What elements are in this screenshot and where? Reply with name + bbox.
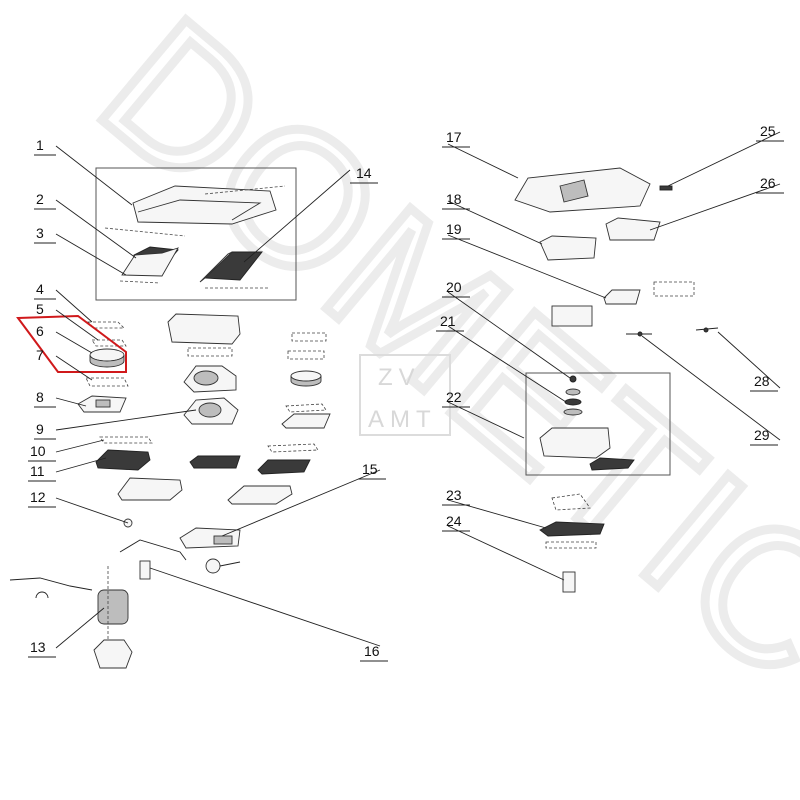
part-21-drain-parts[interactable] — [563, 388, 583, 416]
highlight-box-part-6 — [16, 314, 127, 373]
callout-16[interactable]: 16 — [360, 643, 388, 662]
callout-18[interactable]: 18 — [442, 191, 470, 210]
svg-text:14: 14 — [356, 165, 372, 181]
part-22-water-tank[interactable] — [539, 427, 635, 471]
part-20-float[interactable] — [569, 375, 577, 383]
part-7-gasket[interactable] — [85, 377, 129, 387]
svg-text:25: 25 — [760, 123, 776, 139]
callout-28[interactable]: 28 — [750, 373, 778, 392]
callout-8[interactable]: 8 — [34, 389, 56, 408]
svg-text:12: 12 — [30, 489, 46, 505]
part-24-label[interactable] — [562, 571, 576, 593]
brand-watermark: DOMETIC — [59, 0, 800, 727]
callout-12[interactable]: 12 — [28, 489, 56, 508]
watermark-logo-box: ZV AMT — [359, 354, 451, 436]
svg-text:17: 17 — [446, 129, 462, 145]
part-16-capacitor[interactable] — [139, 558, 241, 580]
callout-5[interactable]: 5 — [36, 301, 44, 317]
callout-7[interactable]: 7 — [36, 347, 44, 363]
svg-text:2: 2 — [36, 191, 44, 207]
callout-9[interactable]: 9 — [34, 421, 56, 440]
callout-23[interactable]: 23 — [442, 487, 470, 506]
center-right-gaskets — [227, 332, 331, 505]
part-28-sensor[interactable] — [695, 327, 719, 333]
svg-text:11: 11 — [30, 463, 45, 479]
svg-text:20: 20 — [446, 279, 462, 295]
svg-text:24: 24 — [446, 513, 462, 529]
callout-6[interactable]: 6 — [36, 323, 44, 339]
part-8-base-tray[interactable] — [77, 395, 127, 413]
part-6-air-ring[interactable] — [89, 348, 125, 368]
callout-14[interactable]: 14 — [350, 165, 378, 184]
callout-labels: 1 2 3 4 5 6 7 8 9 — [28, 123, 784, 662]
part-26-panel[interactable] — [605, 217, 661, 241]
part-3-filter-frame[interactable] — [119, 247, 179, 284]
callout-25[interactable]: 25 — [756, 123, 784, 142]
part-12-bracket[interactable] — [119, 518, 187, 561]
svg-text:9: 9 — [36, 421, 44, 437]
callout-29[interactable]: 29 — [750, 427, 778, 446]
part-29-sensor[interactable] — [626, 331, 652, 337]
watermark-box-top: ZV — [378, 364, 421, 391]
callout-10[interactable]: 10 — [28, 443, 56, 462]
svg-text:23: 23 — [446, 487, 462, 503]
callout-22[interactable]: 22 — [442, 389, 470, 408]
part-10-gasket[interactable] — [99, 436, 153, 444]
center-right-plate — [551, 305, 593, 327]
part-13-compressor[interactable] — [9, 566, 133, 669]
part-25-screw[interactable] — [659, 185, 673, 191]
callout-19[interactable]: 19 — [442, 221, 470, 240]
svg-text:28: 28 — [754, 373, 770, 389]
part-11-evaporator-coil[interactable] — [95, 449, 151, 471]
callout-11[interactable]: 11 — [28, 463, 56, 482]
watermark-box-bottom: AMT — [368, 406, 437, 433]
part-19-cover-plate[interactable] — [603, 281, 695, 305]
part-15-control-box[interactable] — [179, 527, 241, 549]
svg-text:10: 10 — [30, 443, 46, 459]
part-23-filter-mat[interactable] — [539, 493, 605, 549]
callout-21[interactable]: 21 — [436, 313, 464, 332]
svg-text:7: 7 — [36, 347, 44, 363]
watermark-brand-text: DOMETIC — [64, 0, 800, 723]
callout-15[interactable]: 15 — [358, 461, 386, 480]
callout-3[interactable]: 3 — [34, 225, 56, 244]
svg-text:5: 5 — [36, 301, 44, 317]
callout-1[interactable]: 1 — [34, 137, 56, 156]
svg-text:29: 29 — [754, 427, 770, 443]
center-coil-lower — [117, 455, 241, 501]
svg-text:1: 1 — [36, 137, 44, 153]
callout-20[interactable]: 20 — [442, 279, 470, 298]
svg-text:21: 21 — [440, 313, 456, 329]
svg-text:22: 22 — [446, 389, 462, 405]
callout-17[interactable]: 17 — [442, 129, 470, 148]
svg-text:13: 13 — [30, 639, 46, 655]
svg-text:15: 15 — [362, 461, 378, 477]
callout-4[interactable]: 4 — [34, 281, 56, 300]
svg-text:16: 16 — [364, 643, 380, 659]
callout-24[interactable]: 24 — [442, 513, 470, 532]
svg-text:19: 19 — [446, 221, 462, 237]
svg-text:6: 6 — [36, 323, 44, 339]
leader-lines — [55, 131, 781, 649]
callout-13[interactable]: 13 — [28, 639, 56, 658]
part-5-gasket[interactable] — [91, 339, 127, 347]
part-9-blower-housing[interactable] — [183, 397, 239, 425]
svg-text:8: 8 — [36, 389, 44, 405]
cover-group-frame — [95, 167, 297, 301]
svg-text:26: 26 — [760, 175, 776, 191]
center-blower-upper — [167, 313, 241, 393]
part-18-drain-pan[interactable] — [539, 235, 597, 261]
part-1-top-cover[interactable] — [104, 185, 286, 237]
callout-2[interactable]: 2 — [34, 191, 56, 210]
part-17-outer-shell[interactable] — [514, 167, 651, 213]
svg-text:18: 18 — [446, 191, 462, 207]
drain-group-frame — [525, 372, 671, 476]
callout-26[interactable]: 26 — [756, 175, 784, 194]
svg-text:4: 4 — [36, 281, 44, 297]
svg-text:3: 3 — [36, 225, 44, 241]
